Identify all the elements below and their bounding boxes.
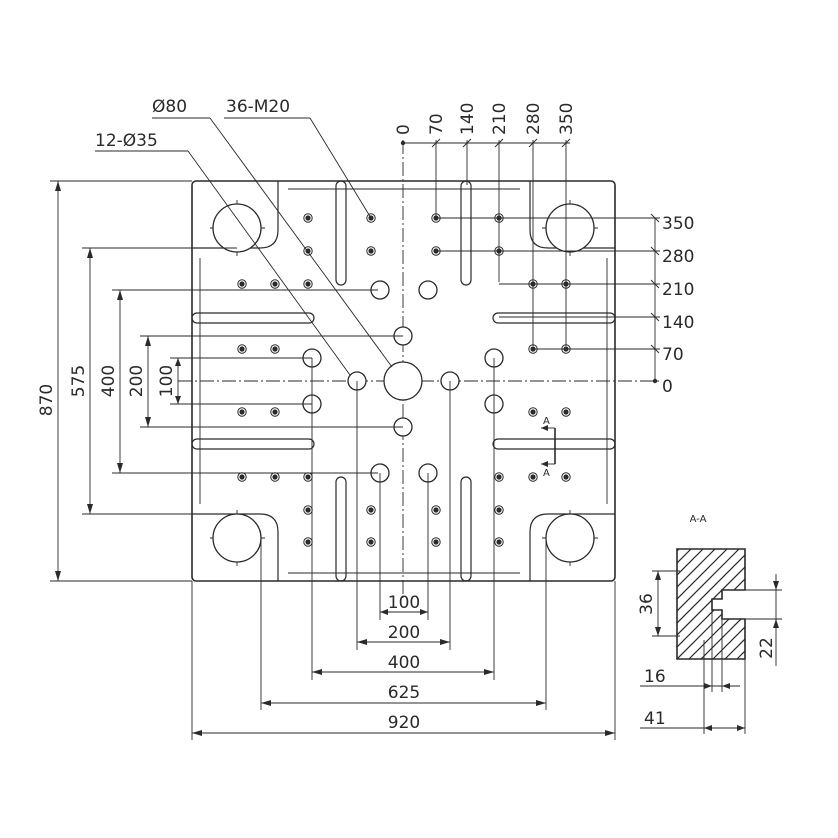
right-scale-140: 140 [662,313,694,333]
center-hole [383,361,423,401]
top-scale-210: 210 [490,103,510,135]
right-scale-350: 350 [662,214,694,234]
thread-hole [270,279,280,289]
thread-hole [528,407,538,417]
section-hatch-line [677,549,745,659]
dim-400: 400 [99,365,119,397]
dim-920: 920 [388,713,420,733]
top-scale-70: 70 [427,113,447,135]
dim-200-horizontal: 200 [388,623,420,643]
thread-hole [561,472,571,482]
thread-hole [494,537,504,547]
dim-625: 625 [388,683,420,703]
section-hatch-line [712,549,745,659]
dim-100-vertical: 100 [157,365,177,397]
thread-hole [270,344,280,354]
thread-hole [494,505,504,515]
thread-hole [303,213,313,223]
section-marker-top: A [543,416,550,427]
section-dim-22: 22 [757,637,777,659]
thread-hole [528,472,538,482]
section-hatch-line [677,549,716,659]
section-hatch-line [677,549,745,659]
thread-hole [561,407,571,417]
section-hatch-line [688,549,745,659]
horizontal-dimensions: 100 200 400 625 920 [191,358,616,740]
thread-hole [366,537,376,547]
dim-100-horizontal: 100 [388,593,420,613]
section-hatch-line [809,549,838,659]
section-dim-16: 16 [644,667,666,687]
thread-hole [237,344,247,354]
thread-hole [303,505,313,515]
top-scale: 0 70 140 210 280 350 [394,103,577,346]
section-hatch-line [773,549,838,659]
top-scale-0: 0 [394,124,414,135]
thread-hole [237,407,247,417]
thread-hole [366,246,376,256]
right-scale: 350 280 210 140 70 0 [436,213,694,397]
section-hatch-line [677,549,740,659]
thread-hole [237,279,247,289]
section-hatch-line [797,549,838,659]
section-dim-41: 41 [644,709,666,729]
top-scale-350: 350 [557,103,577,135]
section-hatch-line [677,549,704,659]
dim-400-horizontal: 400 [388,653,420,673]
top-scale-140: 140 [458,103,478,135]
section-hatch-line [700,549,745,659]
vertical-dimensions: 870 575 400 200 100 [37,180,403,582]
large-hole-callout: Ø80 [152,97,187,117]
dim-200: 200 [127,365,147,397]
thread-hole [366,505,376,515]
thread-hole [303,279,313,289]
right-scale-0: 0 [662,377,673,397]
top-scale-280: 280 [524,103,544,135]
section-title: A-A [690,514,707,525]
thread-hole [303,537,313,547]
thread-hole [494,472,504,482]
t-slots [191,180,616,582]
ejector-hole [418,280,438,300]
section-dim-36: 36 [637,593,657,615]
thread-hole [431,505,441,515]
thread-hole [431,537,441,547]
section-hatch-line [736,549,745,659]
thread-hole [237,472,247,482]
section-marker-bottom: A [543,468,550,479]
dim-575: 575 [69,365,89,397]
callout-labels: Ø80 36-M20 12-Ø35 [95,97,290,151]
right-scale-210: 210 [662,280,694,300]
section-view: A-A 36 22 16 [637,514,838,734]
section-hatch-line [785,549,838,659]
dim-870: 870 [37,384,57,416]
thread-hole [303,472,313,482]
section-hatch-line [677,549,680,659]
thread-hole [270,407,280,417]
section-hatch-line [677,549,692,659]
section-hatch-line [724,549,745,659]
section-marker: A A [541,416,556,479]
right-scale-280: 280 [662,247,694,267]
thread-hole [270,472,280,482]
small-holes-callout: 12-Ø35 [95,131,158,151]
thread-holes-callout: 36-M20 [226,97,290,117]
leader-lines [95,117,393,376]
section-hatch-line [677,549,728,659]
right-scale-70: 70 [662,345,684,365]
